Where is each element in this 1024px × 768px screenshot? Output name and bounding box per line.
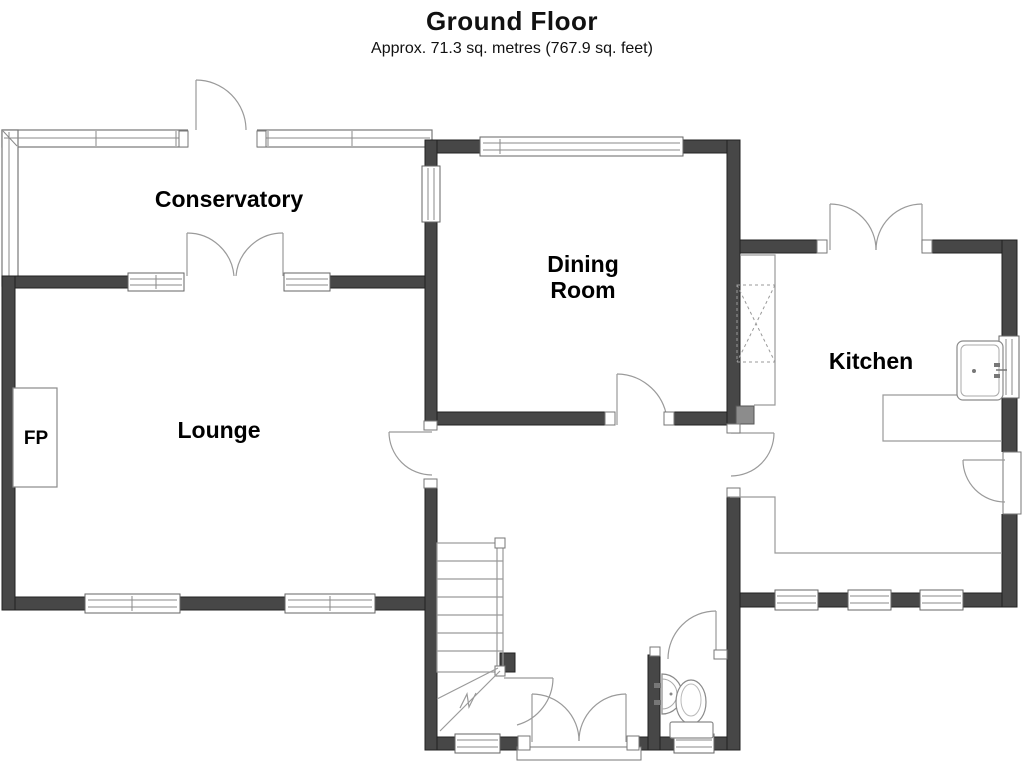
window xyxy=(919,589,964,611)
window xyxy=(421,165,441,223)
windows xyxy=(84,136,1020,754)
room-label-conservatory: Conservatory xyxy=(154,186,304,212)
window xyxy=(774,589,819,611)
wc-door xyxy=(667,610,717,660)
room-label-lounge: Lounge xyxy=(177,417,261,443)
doors xyxy=(186,79,1022,761)
kitchen-counters xyxy=(730,254,1002,554)
entrance-doors xyxy=(516,693,642,761)
chimney-breast xyxy=(735,405,755,425)
door-jambs xyxy=(423,239,933,751)
plan-header: Ground Floor Approx. 71.3 sq. metres (76… xyxy=(0,6,1024,58)
page-title: Ground Floor xyxy=(425,6,599,36)
lounge-door xyxy=(388,431,433,476)
window xyxy=(84,593,181,614)
room-label-dining-room: Dining Room xyxy=(547,251,619,303)
window xyxy=(284,593,376,614)
stairs-break-mark xyxy=(459,692,477,709)
window xyxy=(847,589,892,611)
dining-door xyxy=(616,373,667,425)
staircase xyxy=(436,537,506,732)
window xyxy=(127,272,185,292)
door-openings xyxy=(184,238,1018,752)
conservatory-door xyxy=(195,79,247,131)
stairs-up-line xyxy=(439,670,501,732)
fixtures xyxy=(12,340,1007,739)
conservatory-french-doors xyxy=(186,232,284,277)
room-label-fireplace: FP xyxy=(23,428,49,449)
toilet-icon xyxy=(669,679,714,739)
appliance-space xyxy=(736,284,776,363)
window xyxy=(454,733,501,754)
window xyxy=(479,136,684,157)
page-subtitle: Approx. 71.3 sq. metres (767.9 sq. feet) xyxy=(371,40,653,57)
conservatory-glass-walls xyxy=(1,128,433,287)
fireplace-box xyxy=(12,387,58,488)
sink-icon xyxy=(956,340,1007,401)
walls xyxy=(1,139,1018,751)
window xyxy=(998,335,1020,399)
room-label-kitchen: Kitchen xyxy=(828,348,914,374)
window xyxy=(283,272,331,292)
window xyxy=(673,733,715,754)
understairs-door xyxy=(504,677,554,726)
kitchen-back-door xyxy=(962,451,1022,515)
